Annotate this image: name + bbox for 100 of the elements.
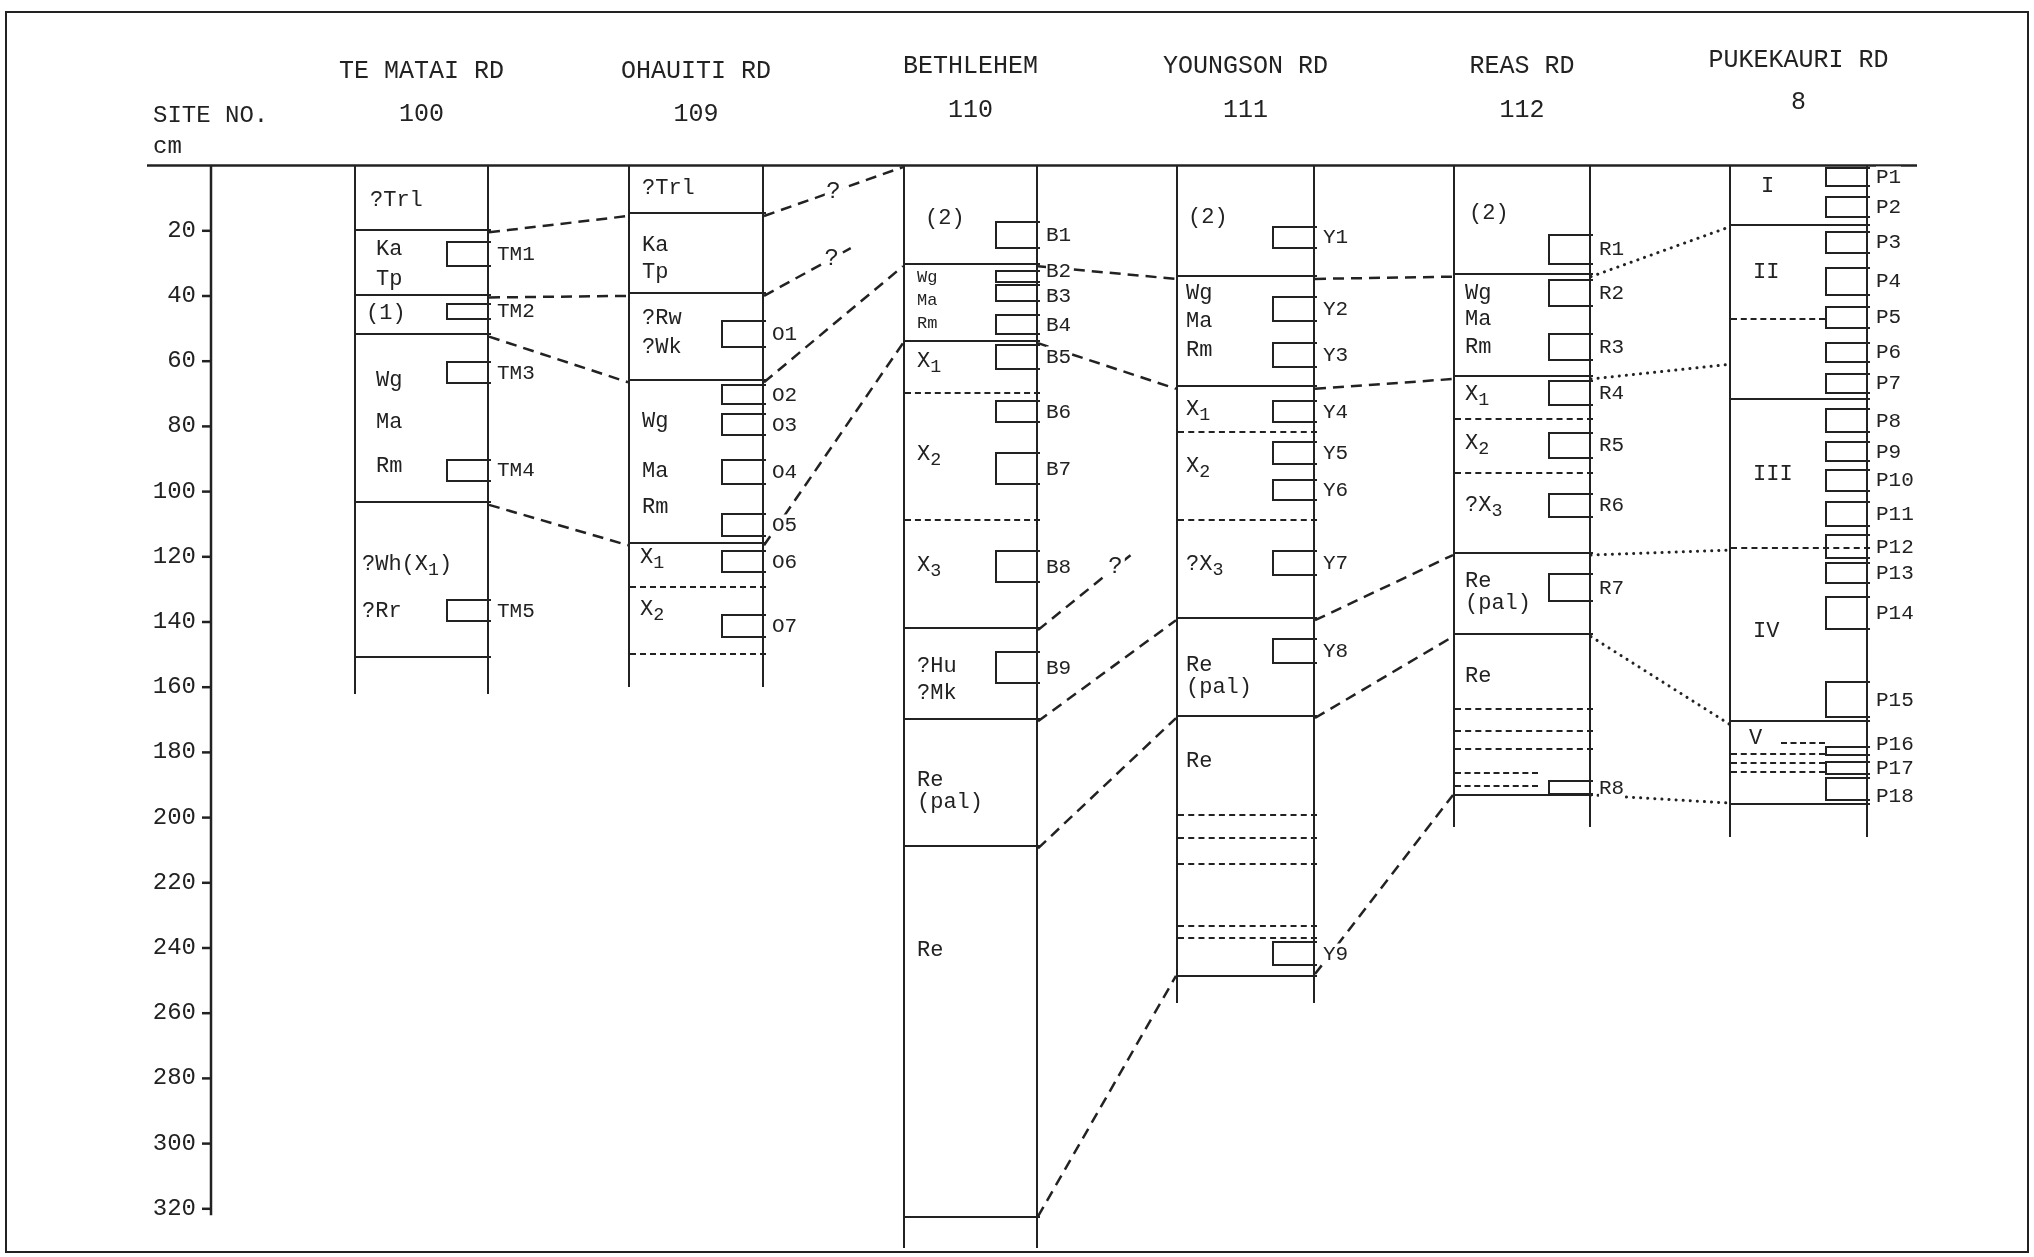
- unit-label: IV: [1753, 620, 1780, 643]
- site-column: [354, 165, 489, 694]
- unit-label: ?Wh(X$_{1}$): [362, 553, 453, 580]
- sample-box: [1825, 408, 1870, 433]
- unit-label: Wg: [917, 268, 938, 286]
- correlation-line: [489, 294, 628, 299]
- unit-label: I: [1761, 175, 1775, 198]
- sample-box: [995, 284, 1040, 303]
- sample-box: [1825, 680, 1870, 719]
- axis-tick-label: 180: [152, 740, 196, 765]
- unit-label: Ma: [917, 291, 938, 309]
- unit-label: ?Hu: [917, 655, 957, 678]
- unit-label: Ma: [642, 461, 669, 483]
- unit-label: ?Mk: [917, 682, 957, 705]
- unit-label: (2): [1469, 202, 1509, 225]
- unit-label: ?Rr: [362, 601, 402, 624]
- correlation-line: [488, 503, 629, 547]
- sample-box: [1825, 167, 1870, 187]
- site-number: 111: [1223, 97, 1268, 123]
- axis-tick-label: 140: [152, 610, 196, 634]
- unit-label: II: [1753, 261, 1780, 284]
- site-number: 112: [1499, 97, 1545, 123]
- unit-label: Re: [1186, 751, 1213, 774]
- sample-box: [1825, 305, 1870, 329]
- sample-box: [446, 599, 491, 622]
- sample-box: [1548, 380, 1593, 406]
- unit-label: V: [1749, 728, 1763, 751]
- site-name: OHAUITI RD: [621, 58, 771, 84]
- unit-label: Rm: [1465, 337, 1492, 360]
- site-column: [1453, 165, 1591, 828]
- correlation-line: [762, 342, 905, 546]
- unit-label: ?Trl: [370, 190, 423, 213]
- axis-tick-label: 80: [167, 414, 196, 439]
- sample-box: [1272, 441, 1317, 465]
- unit-label: III: [1753, 463, 1793, 486]
- sample-box: [1272, 550, 1317, 577]
- unit-label: Wg: [1465, 283, 1492, 306]
- sample-box: [446, 459, 491, 482]
- site-name: REAS RD: [1469, 53, 1575, 79]
- unit-label: Tp: [642, 262, 669, 285]
- unit-label: Ma: [1465, 309, 1492, 332]
- correlation-line: [1037, 341, 1177, 390]
- sample-box: [1825, 745, 1870, 756]
- sample-box: [446, 240, 491, 267]
- sample-box: [1272, 225, 1317, 250]
- axis-tick-label: 300: [152, 1131, 196, 1156]
- sample-box: [995, 550, 1040, 583]
- axis-tick-label: 60: [167, 349, 196, 374]
- unit-label: X$_{1}$: [1465, 383, 1490, 411]
- unit-label: X$_{3}$: [917, 554, 942, 582]
- unit-label: X$_{2}$: [640, 598, 665, 626]
- axis-tick-label: 100: [152, 479, 196, 504]
- axis-tick-label: 20: [167, 218, 196, 243]
- site-column: [628, 165, 764, 688]
- unit-label: ?X$_{3}$: [1465, 494, 1503, 522]
- correlation-line: [1314, 794, 1454, 975]
- site-column: [1176, 165, 1315, 1004]
- site-column: [1729, 165, 1868, 838]
- unit-label: X$_{1}$: [1186, 398, 1211, 426]
- unit-label: X$_{1}$: [640, 546, 665, 574]
- correlation-line: [1589, 635, 1731, 726]
- sample-box: [1272, 941, 1317, 966]
- unit-label: X$_{1}$: [917, 351, 942, 378]
- site-column: [903, 165, 1038, 1248]
- sample-box: [1825, 372, 1870, 394]
- site-name: YOUNGSON RD: [1163, 53, 1328, 79]
- sample-box: [721, 384, 766, 406]
- sample-box: [1825, 468, 1870, 492]
- sample-box: [1825, 500, 1870, 528]
- site-number: 100: [399, 101, 444, 127]
- unit-label: ?Trl: [642, 178, 695, 201]
- sample-box: [1548, 431, 1593, 459]
- sample-box: [1825, 230, 1870, 254]
- axis-tick-label: 200: [152, 805, 196, 830]
- correlation-line: [763, 247, 852, 297]
- unit-label: ?X$_{3}$: [1186, 553, 1224, 580]
- sample-box: [995, 452, 1040, 486]
- stratigraphic-unit: [1731, 165, 1870, 226]
- unit-label: Ma: [1186, 311, 1213, 334]
- sample-box: [1825, 195, 1870, 218]
- correlation-line: [763, 165, 904, 218]
- site-number: 109: [673, 101, 719, 127]
- unit-label: (1): [366, 302, 406, 325]
- sample-box: [1272, 341, 1317, 368]
- sample-box: [995, 400, 1040, 424]
- axis-tick-label: 320: [152, 1196, 196, 1221]
- stratigraphic-unit: [1455, 377, 1593, 420]
- correlation-line: [1314, 553, 1454, 622]
- correlation-line: [1314, 377, 1454, 391]
- unit-label: ?Rw: [642, 307, 682, 330]
- axis-tick-label: 280: [152, 1066, 196, 1091]
- sample-box: [1825, 562, 1870, 584]
- axis-tick-label: 40: [167, 284, 196, 308]
- unit-label: Wg: [1186, 283, 1213, 306]
- unit-label: Re (pal): [1186, 655, 1252, 700]
- sample-box: [1825, 776, 1870, 802]
- correlation-line: [1037, 619, 1177, 723]
- sample-box: [721, 320, 766, 349]
- sample-box: [721, 550, 766, 574]
- correlation-line: [1037, 717, 1177, 850]
